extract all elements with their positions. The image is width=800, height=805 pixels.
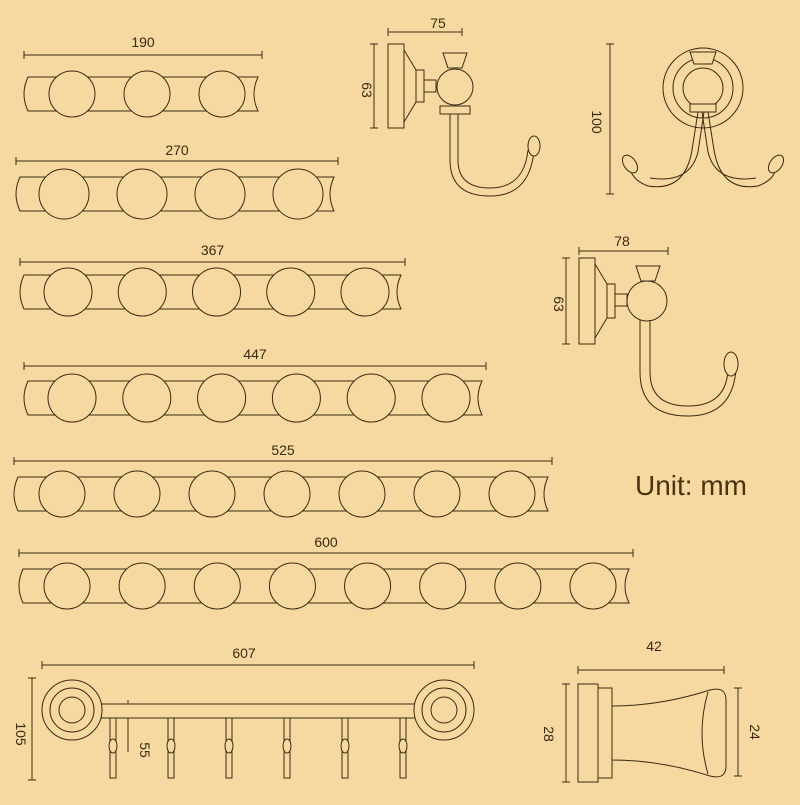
rack-length-label: 600 [314,534,338,550]
hook-height-label: 55 [137,742,153,758]
knob-detail-drawing: 42 28 24 [541,638,763,783]
rack-knob [193,562,241,610]
coat-racks: 190 270 367 447 525 600 [13,34,634,610]
second-hook-height-label: 63 [551,296,567,312]
rack-knob [421,373,471,423]
rack-knob [123,70,171,118]
rack-knob [117,267,167,317]
double-hook-drawing: 100 [589,43,785,195]
rack-knob [48,70,96,118]
bar-hook-tip [398,738,408,754]
second-hook-base [578,257,596,345]
bar-hook-tip [108,738,118,754]
rack-knob [263,470,311,518]
rack-knob [488,470,536,518]
bar-hook [224,718,234,779]
bar-hook-tip [224,738,234,754]
single-hook-height-label: 63 [359,82,375,98]
bar-hook [282,718,292,779]
rack-knob [43,562,91,610]
rack-knob [344,562,392,610]
rack-plate [15,176,335,212]
bar-hook-tip [282,738,292,754]
hook-bar-drawing: 607 105 55 [13,645,475,781]
rack-knob [122,373,172,423]
single-hook-width-label: 75 [430,15,446,31]
rack-knob [569,562,617,610]
rack-knob [188,470,236,518]
unit-label: Unit: mm [635,470,747,501]
rack-length-label: 525 [271,442,295,458]
bar-hook [108,718,118,779]
rack-knob [116,168,168,220]
rack-knob [272,168,324,220]
knob-base-plate [577,683,599,783]
rack-knob [38,470,86,518]
hook-bar-rail [69,703,451,719]
double-hook-height-label: 100 [589,110,605,134]
bar-hook [166,718,176,779]
bar-hook [340,718,350,779]
coat-rack-600: 600 [18,534,634,610]
rack-length-label: 367 [201,242,225,258]
rack-knob [413,470,461,518]
rack-knob [47,373,97,423]
bar-hook-tip [166,738,176,754]
coat-rack-367: 367 [19,242,406,317]
rack-knob [268,562,316,610]
single-hook-base [387,43,405,129]
rack-knob [118,562,166,610]
rack-knob [494,562,542,610]
rack-knob [197,373,247,423]
rack-length-label: 270 [165,142,189,158]
rack-knob [338,470,386,518]
single-hook-ball [436,68,474,106]
hook-bar-height-label: 105 [13,722,29,746]
bar-hook-tip [340,738,350,754]
rack-length-label: 190 [131,34,155,50]
rack-knob [266,267,316,317]
rack-knob [419,562,467,610]
rack-knob [192,267,241,317]
coat-rack-525: 525 [13,442,553,518]
second-hook-width-label: 78 [614,233,630,249]
rack-knob [113,470,161,518]
hook-bar-length-label: 607 [232,645,256,661]
coat-rack-447: 447 [23,346,487,423]
hanging-hooks [108,718,408,779]
knob-tip-height-label: 24 [747,724,763,740]
single-hook-drawing: 75 63 [359,15,541,197]
bar-hook [398,718,408,779]
rack-knob [194,168,246,220]
rack-plate [18,568,630,604]
rack-knob [271,373,321,423]
coat-rack-190: 190 [23,34,263,118]
coat-rack-270: 270 [15,142,339,220]
rack-knob [43,267,93,317]
second-hook-drawing: 78 63 [551,233,739,417]
knob-length-label: 42 [646,638,662,654]
rack-knob [340,267,390,317]
knob-body [611,688,727,778]
knob-base-height-label: 28 [541,726,557,742]
second-hook-ball [626,280,668,322]
rack-knob [198,70,246,118]
rack-knob [346,373,396,423]
rack-knob [38,168,90,220]
rack-length-label: 447 [243,346,267,362]
